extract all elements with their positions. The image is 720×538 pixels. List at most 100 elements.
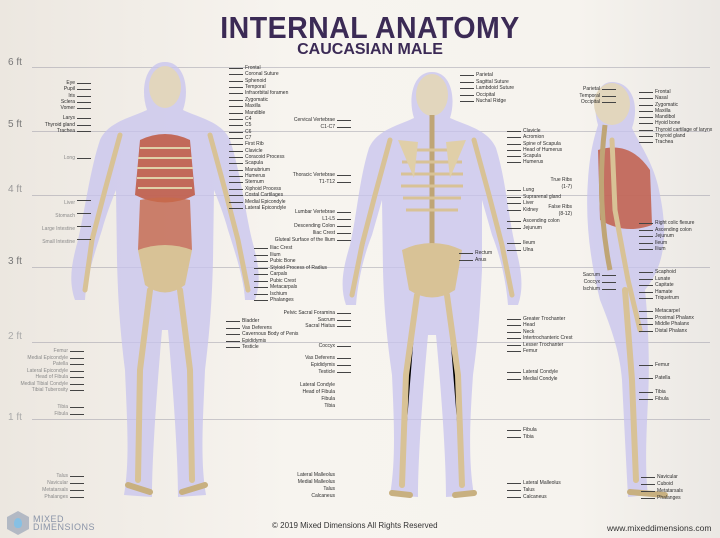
anatomy-label: Medial Epicondyle [20, 355, 84, 362]
anatomy-label: Intertrochanteric Crest [506, 335, 573, 342]
anatomy-label: Small Intestine [42, 236, 92, 249]
anatomy-label: Cavernous Body of Penis [225, 331, 299, 338]
anatomy-label: Eye [61, 80, 92, 86]
anatomy-label: Jejunum [638, 233, 694, 240]
anatomy-label: Navicular [42, 480, 84, 487]
anatomy-label: Metatarsals [42, 487, 84, 493]
height-mark: 4 ft [8, 184, 22, 195]
anatomy-label: Sclera [60, 98, 92, 105]
anatomy-label: Metacarpel [639, 308, 694, 315]
anatomy-label: Stomach [42, 210, 92, 223]
anatomy-label: Fibula [54, 410, 84, 417]
anatomy-label: Gluteal Surface of the Ilium [274, 237, 352, 243]
anatomy-label: Phalanges [42, 494, 84, 501]
anatomy-label: Head of Fibula [302, 389, 335, 395]
label-group-patella: Patella [638, 375, 670, 381]
anatomy-label: T1-T12 [293, 179, 352, 186]
anatomy-label: Lunate [639, 276, 679, 283]
anatomy-label: Femur [506, 348, 572, 354]
anatomy-label: Head of Fibula [20, 374, 84, 381]
anatomy-label: Lumbar Vertebrae [275, 209, 352, 216]
anatomy-label: Lateral Epicondyle [228, 205, 288, 211]
anatomy-label: Styloid Process of Radius [254, 264, 327, 271]
anatomy-label: Pupil [61, 86, 92, 92]
anatomy-label: Phalanges [641, 495, 683, 502]
anatomy-label: Maxilla [228, 103, 288, 109]
anatomy-label: Clavicle [506, 128, 562, 134]
anatomy-label: Femur [638, 362, 670, 368]
anatomy-label: Epididymis [305, 362, 351, 369]
anatomy-label: Talus [507, 487, 561, 494]
anatomy-label: Ascending colon [638, 227, 694, 234]
anatomy-label: Thyroid cartilage of larynx [638, 126, 713, 133]
anatomy-label: Coracoid Process [228, 154, 288, 160]
height-line-1ft [32, 419, 710, 420]
anatomy-label: Sagittal Suture [459, 79, 514, 86]
height-line-5ft [32, 131, 710, 132]
anatomy-label: Descending Colon [275, 223, 352, 230]
anatomy-label: Thoracic Vertebrae [292, 172, 352, 178]
anatomy-label: False Ribs [548, 204, 572, 210]
anatomy-label: Coronal Suture [228, 71, 288, 77]
side-skull [594, 83, 630, 125]
anatomy-label: Medial Condyle [506, 375, 558, 382]
anatomy-label: Proximal Phalanx [639, 314, 694, 321]
anatomy-label: Frontal [638, 89, 712, 95]
anatomy-label: Ischium [254, 291, 327, 298]
anatomy-label: Lambdoid Suture [459, 85, 515, 91]
poster-title: INTERNAL ANATOMY [220, 10, 520, 45]
anatomy-label: Calcaneus [507, 494, 561, 501]
anatomy-label: Pelvic Sacral Foramina [283, 310, 352, 316]
back-skull [416, 74, 448, 116]
anatomy-label: Parietal [579, 86, 616, 93]
label-group-side-femur: Femur [638, 362, 670, 368]
anatomy-label: Head of Humerus [506, 146, 563, 153]
anatomy-label: (1-7) [561, 184, 572, 190]
anatomy-label: Testicle [225, 344, 298, 351]
back-scapula [398, 140, 466, 178]
height-mark: 1 ft [8, 412, 22, 423]
anatomy-label: Scapula [228, 160, 288, 166]
anatomy-label: Clavicle [228, 148, 288, 154]
label-group-false-ribs: False Ribs(8-12) [548, 204, 572, 218]
anatomy-label: Talus [42, 473, 84, 480]
anatomy-label: Manubrium [228, 167, 288, 173]
anatomy-label: Ulna [506, 246, 534, 253]
anatomy-label: Rectum [458, 250, 493, 256]
anatomy-label: Ischium [582, 285, 617, 292]
logo-text: MIXED DIMENSIONS [33, 514, 96, 532]
anatomy-label: Epididymis [225, 338, 298, 345]
anatomy-label: Tibia [507, 434, 537, 441]
side-spine [598, 124, 613, 271]
anatomy-label: Vas Deferens [305, 355, 351, 361]
anatomy-label: Zygomatic [228, 97, 288, 103]
anatomy-label: Sacral Hiatus [284, 323, 352, 330]
anatomy-label: Temporal [228, 84, 288, 90]
anatomy-label: Patella [20, 361, 84, 368]
anatomy-label: Ilium [638, 246, 694, 253]
anatomy-label: Trachea [638, 139, 712, 145]
anatomy-label: C7 [228, 135, 288, 141]
front-skull [149, 66, 181, 108]
anatomy-label: Spine of Scapula [506, 140, 561, 147]
anatomy-label: Greater Trochanter [506, 316, 572, 322]
anatomy-label: Metacarpals [254, 284, 327, 291]
anatomy-label: Pubic Crest [254, 278, 327, 285]
anatomy-label: Iris [61, 93, 92, 99]
front-figure [71, 62, 259, 497]
front-intestines [138, 197, 192, 256]
anatomy-label: Mandibol [638, 114, 712, 120]
anatomy-label: Frontal [228, 65, 288, 71]
